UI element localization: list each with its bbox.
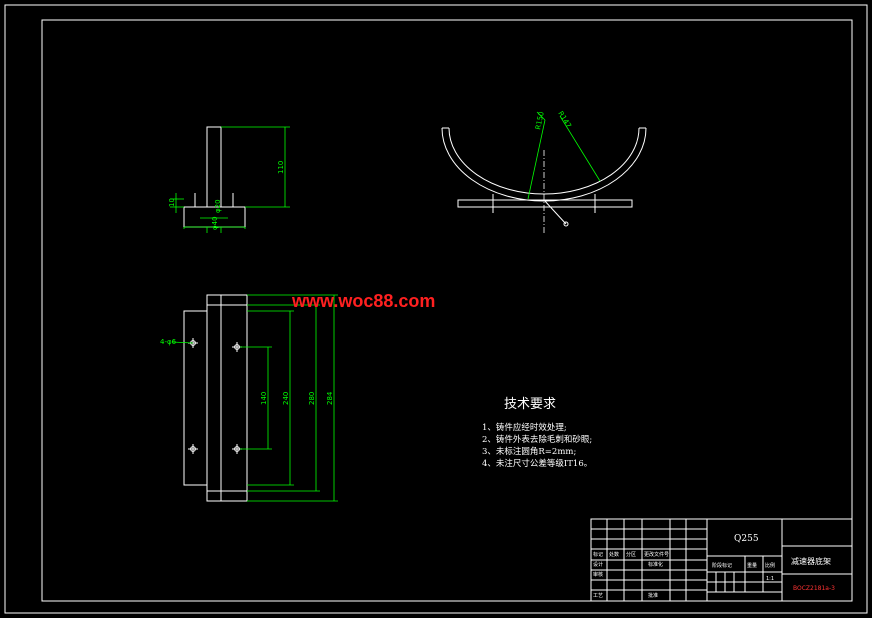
label-process: 工艺: [593, 593, 603, 599]
dim-phi20: φ20: [214, 199, 222, 213]
label-approve: 批准: [648, 592, 658, 599]
front-view: 110 10 φ20 φ40: [168, 126, 290, 233]
dim-140: 140: [260, 392, 268, 405]
label-review: 审核: [593, 571, 603, 578]
outer-frame: [4, 4, 868, 614]
scale-text: 1:1: [766, 576, 774, 582]
dim-240: 240: [282, 392, 290, 405]
dim-110: 110: [277, 161, 285, 174]
dim-280: 280: [308, 392, 316, 405]
title-block: Q255 减速器底架 BOCZ2181a-3 1:1 标记 处数 分区 更改文件…: [590, 518, 853, 602]
label-weight: 重量: [747, 562, 757, 569]
dim-phi40: φ40: [211, 216, 219, 230]
plan-view: 140 240 280 284 4-φ6: [160, 294, 338, 502]
dim-r150: R150: [534, 111, 546, 130]
label-standardize: 标准化: [648, 561, 663, 568]
label-zone: 分区: [626, 551, 636, 558]
tech-item-4: 4、未注尺寸公差等级IT16。: [482, 458, 592, 469]
part-name-text: 减速器底架: [791, 556, 831, 566]
dim-284: 284: [326, 391, 334, 405]
dim-hole: 4-φ6: [160, 338, 177, 346]
tech-item-2: 2、铸件外表去除毛刺和砂眼;: [482, 434, 592, 445]
label-stage: 阶段标记: [712, 562, 732, 569]
tech-item-1: 1、铸件应经时效处理;: [482, 422, 567, 433]
label-mark: 标记: [593, 551, 603, 558]
label-design: 设计: [593, 561, 603, 568]
label-change: 更改文件号: [644, 551, 669, 558]
tech-title: 技术要求: [504, 397, 556, 412]
dim-10: 10: [168, 198, 176, 207]
material-text: Q255: [734, 534, 759, 544]
watermark: www.woc88.com: [291, 291, 435, 311]
tech-item-3: 3、未标注圆角R=2mm;: [482, 446, 576, 457]
label-ratio: 比例: [765, 562, 775, 569]
drawing-no-text: BOCZ2181a-3: [793, 585, 835, 592]
tech-requirements: 技术要求 1、铸件应经时效处理; 2、铸件外表去除毛刺和砂眼; 3、未标注圆角R…: [482, 397, 592, 469]
dim-r147: R147: [556, 110, 572, 130]
arc-view: R150 R147: [441, 110, 647, 235]
label-count: 处数: [609, 551, 619, 558]
inner-frame: [41, 19, 853, 602]
